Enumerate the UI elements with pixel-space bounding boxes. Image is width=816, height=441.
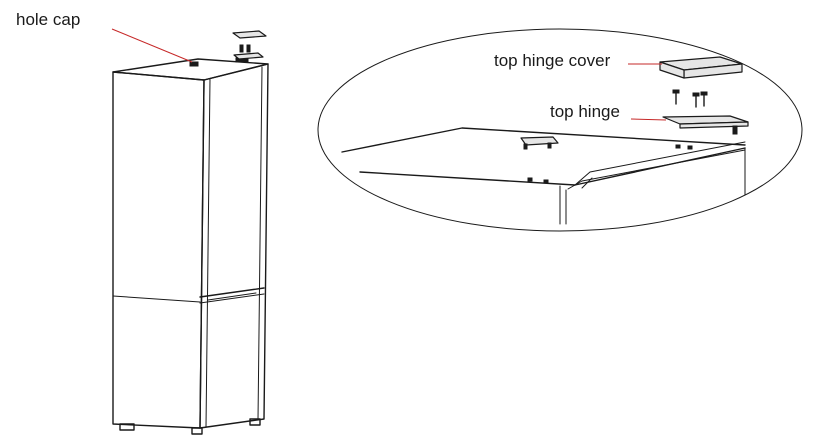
top-hinge-label: top hinge	[550, 102, 620, 121]
top-hinge-cover-label: top hinge cover	[494, 51, 611, 70]
top-hinge-part	[662, 115, 749, 135]
hole-cap-label: hole cap	[16, 10, 80, 29]
top-hinge-cover-part	[659, 56, 743, 79]
refrigerator	[112, 57, 269, 435]
hinge-screws	[672, 89, 708, 108]
installed-hinge-block	[520, 136, 559, 150]
hole-cap-leader	[111, 28, 193, 63]
detail-view	[317, 28, 803, 232]
small-exploded-parts	[232, 30, 267, 60]
hole-cap-part	[189, 61, 199, 67]
top-hinge-leader	[630, 118, 667, 121]
